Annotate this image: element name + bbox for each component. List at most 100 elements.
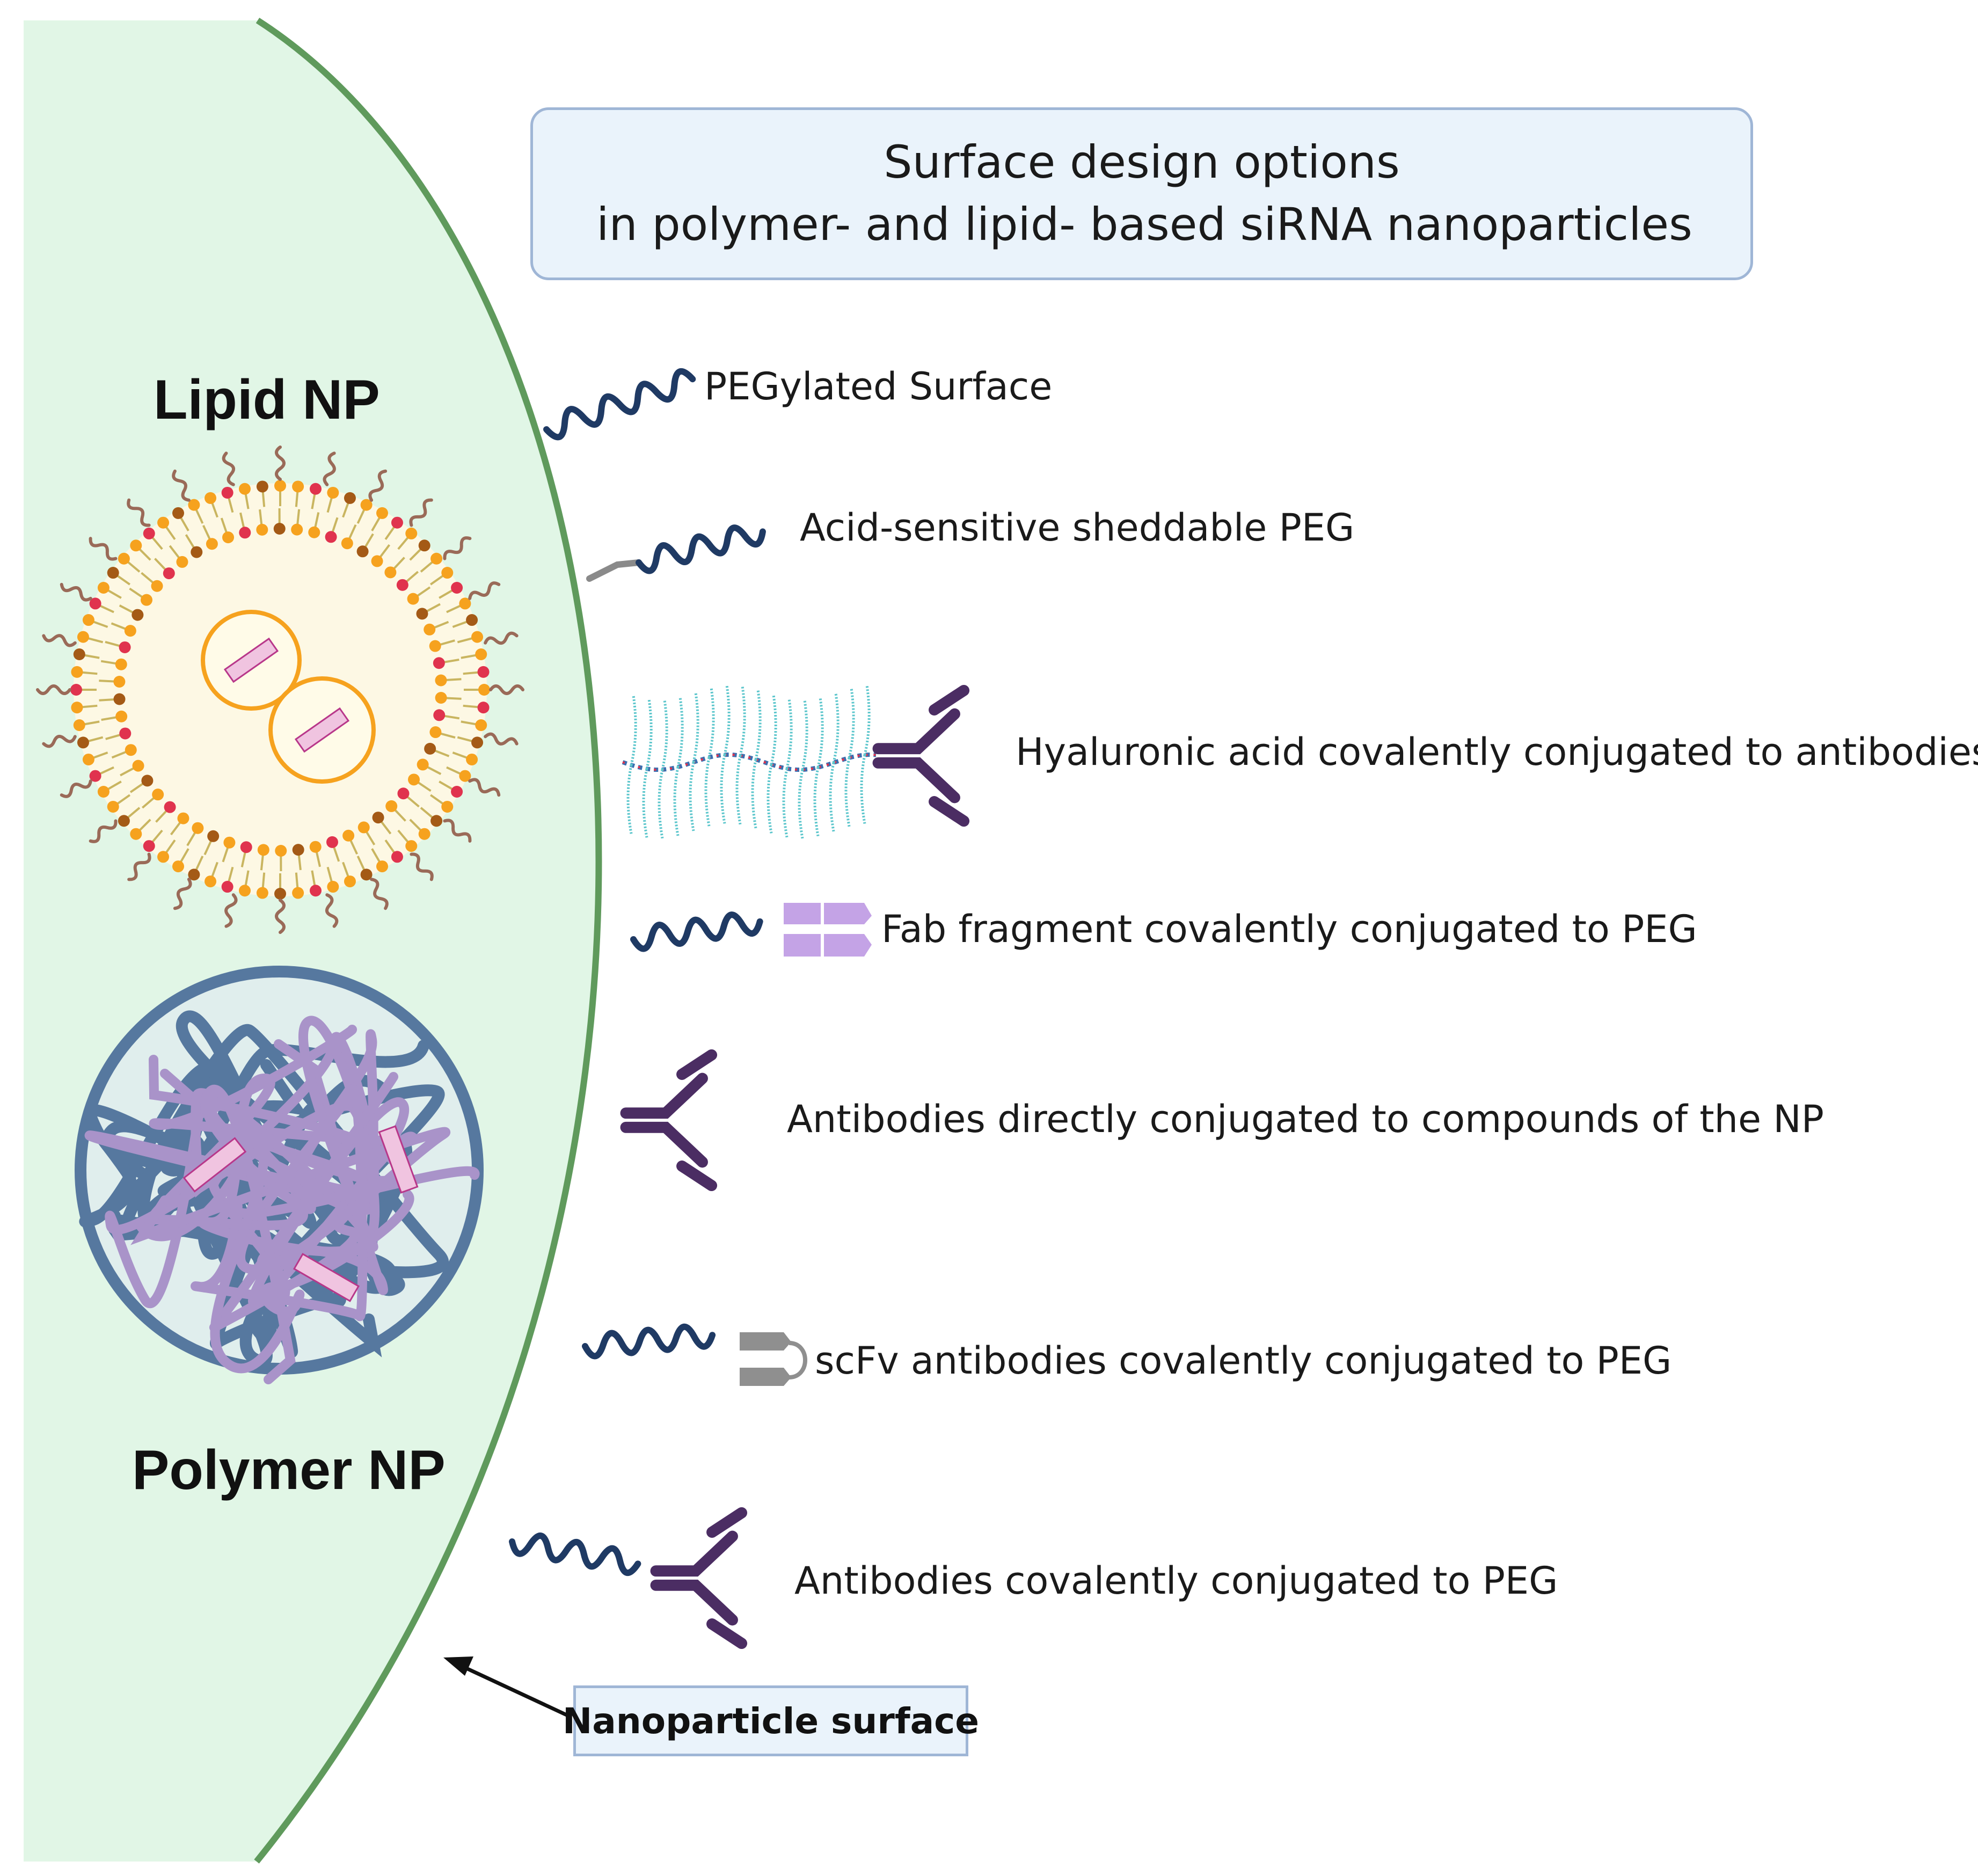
hyaluronic-bristle xyxy=(735,755,742,825)
lipid-head xyxy=(143,840,155,852)
lipid-head xyxy=(408,773,420,786)
lipid-head xyxy=(89,597,101,610)
hyaluronic-backbone-beads xyxy=(622,754,877,771)
lipid-head xyxy=(125,744,137,756)
lipid-head xyxy=(309,885,322,897)
lipid-head xyxy=(429,726,442,739)
lipid-peg-chain xyxy=(443,536,472,560)
lipid-peg-chain xyxy=(172,469,191,502)
hyaluronic-bristle xyxy=(645,698,653,769)
hyaluronic-bristle xyxy=(739,685,746,756)
lipid-peg-chain xyxy=(127,498,151,527)
lipid-peg-chain xyxy=(468,778,501,797)
polymer-strand xyxy=(130,1084,480,1322)
lipid-head xyxy=(82,614,94,626)
lipid-head xyxy=(143,527,155,539)
lipid-head xyxy=(435,691,447,704)
hyaluronic-bristle xyxy=(707,687,715,758)
hyaluronic-bristle xyxy=(751,759,757,829)
lipid-head xyxy=(70,684,82,696)
lipid-peg-chain xyxy=(173,878,192,910)
lipid-head xyxy=(391,516,403,529)
lipid-head xyxy=(107,800,119,813)
lipid-peg-chain xyxy=(89,819,118,843)
lipid-head xyxy=(239,527,251,539)
lipid-head xyxy=(152,789,164,801)
hyaluronic-bristle xyxy=(801,699,808,770)
lipid-head xyxy=(371,555,383,567)
lipid-head xyxy=(466,753,478,765)
sheddable-peg-icon xyxy=(586,524,766,582)
polymer-nanoparticle-illustration xyxy=(75,966,484,1384)
hyaluronic-bristle xyxy=(754,689,762,760)
lipid-nanoparticle-illustration xyxy=(36,446,524,934)
lipid-head xyxy=(205,875,217,888)
hyaluronic-bristle xyxy=(723,684,731,755)
lipid-peg-chain xyxy=(42,734,77,748)
lipid-head xyxy=(256,480,268,493)
lipid-head xyxy=(113,693,126,705)
lipid-head xyxy=(466,614,478,626)
hyaluronic-bristle xyxy=(785,698,793,769)
hyaluronic-bristle xyxy=(704,757,711,827)
polymer-np-label: Polymer NP xyxy=(132,1439,446,1501)
lipid-head xyxy=(372,812,384,824)
lipid-peg-chain xyxy=(89,537,118,561)
lipid-peg-chain xyxy=(368,469,388,502)
option-label-sheddable-peg: Acid-sensitive sheddable PEG xyxy=(800,506,1355,550)
option-label-antibody-peg: Antibodies covalently conjugated to PEG xyxy=(794,1559,1558,1603)
lipid-peg-chain xyxy=(323,451,336,486)
lipid-head xyxy=(451,786,463,798)
lipid-head xyxy=(435,674,447,687)
lipid-head xyxy=(115,658,127,670)
lipid-head xyxy=(376,507,388,519)
lipid-head xyxy=(478,684,490,696)
lipid-head xyxy=(256,887,268,899)
lipid-peg-chain xyxy=(222,451,236,486)
hyaluronic-bristle xyxy=(673,767,680,836)
nanoparticle-surface-region xyxy=(24,20,599,1862)
lipid-head xyxy=(417,758,429,771)
lipid-head xyxy=(407,593,419,605)
lipid-head xyxy=(292,844,304,856)
lipid-head xyxy=(77,631,89,643)
hyaluronic-acid-antibody-icon xyxy=(622,684,970,839)
lipid-peg-chain xyxy=(409,498,433,527)
option-label-scfv: scFv antibodies covalently conjugated to… xyxy=(815,1339,1672,1383)
lipid-head xyxy=(385,800,398,812)
option-label-pegylated: PEGylated Surface xyxy=(704,364,1053,408)
option-label-antibody-direct: Antibodies directly conjugated to compou… xyxy=(787,1097,1824,1141)
lipid-head xyxy=(119,641,131,653)
lipid-head xyxy=(239,885,251,897)
hyaluronic-bristle xyxy=(848,688,855,758)
hyaluronic-bristle xyxy=(798,769,804,839)
nanoparticle-surface-border xyxy=(254,17,602,1864)
lipid-peg-chain xyxy=(443,819,472,843)
sirna-icon xyxy=(378,1125,419,1194)
scfv-fragment-icon xyxy=(740,1332,807,1386)
lipid-head xyxy=(132,609,144,621)
hyaluronic-bristle xyxy=(720,754,726,824)
lipid-head xyxy=(256,523,268,536)
lipid-peg-chain xyxy=(275,899,286,934)
lipid-head xyxy=(164,801,176,813)
hyaluronic-bristle xyxy=(829,762,835,832)
lipid-head xyxy=(82,753,94,765)
lipid-head xyxy=(459,597,471,610)
lipid-peg-chain xyxy=(489,684,524,695)
lipid-head xyxy=(191,546,203,558)
peg-chain-icon xyxy=(543,368,696,441)
lipid-head xyxy=(257,844,269,856)
lipid-head xyxy=(130,539,142,552)
lipid-head xyxy=(188,499,200,511)
lipid-head xyxy=(73,648,85,661)
lipid-head xyxy=(130,828,142,840)
hyaluronic-bristle xyxy=(770,694,777,765)
lipid-peg-chain xyxy=(60,582,92,602)
lipid-head xyxy=(113,676,126,688)
lipid-np-label: Lipid NP xyxy=(154,369,380,431)
lipid-head xyxy=(471,736,484,749)
lipid-head xyxy=(416,608,428,620)
lipid-head xyxy=(397,787,410,800)
